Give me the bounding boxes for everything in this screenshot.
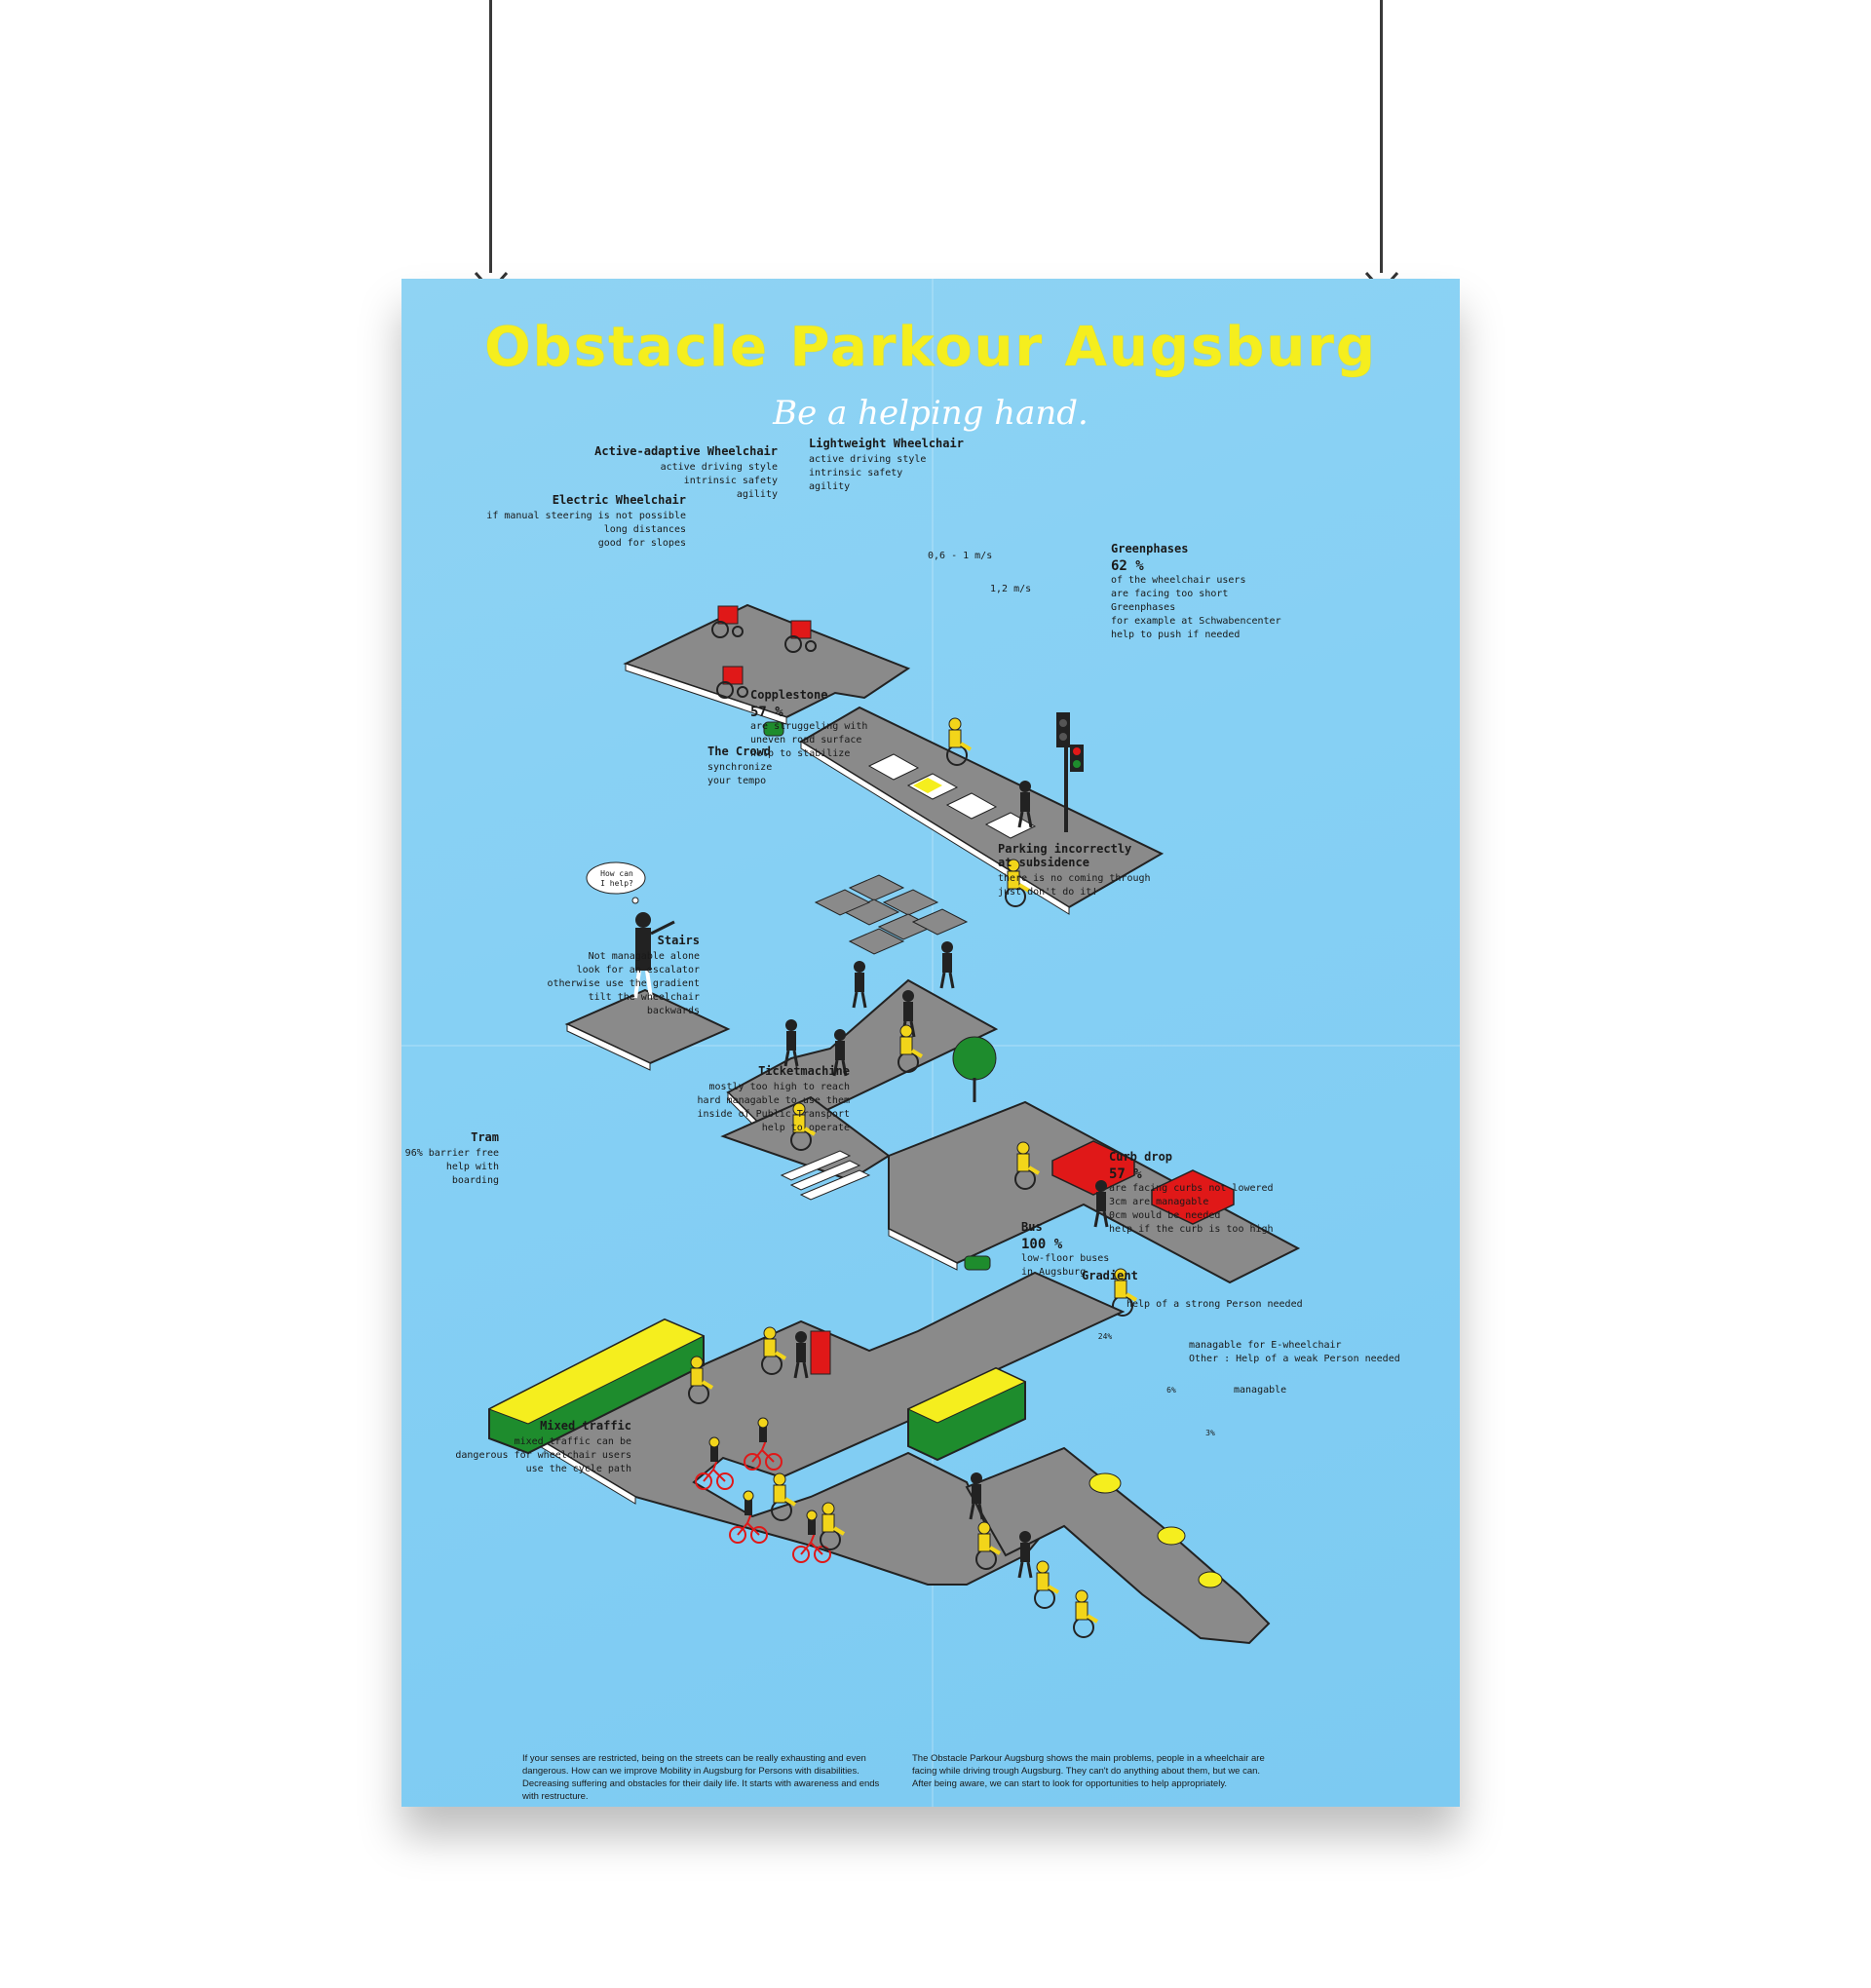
electric-wheelchair-label: Electric Wheelchair if manual steering i…	[486, 493, 686, 549]
hanging-wire-right	[1380, 0, 1383, 273]
obstacle-course-illustration	[487, 603, 1301, 1645]
tram-label: Tram 96% barrier free help with boarding	[404, 1130, 499, 1186]
gradient-badge-6: 6%	[1166, 1386, 1176, 1395]
help-speech-bubble: How can I help?	[600, 869, 633, 888]
poster-subtitle: Be a helping hand.	[773, 394, 1088, 433]
lightweight-wheelchair-label: Lightweight Wheelchair active driving st…	[809, 437, 964, 492]
gradient-line-ewheelchair: managable for E-wheelchair Other : Help …	[1189, 1340, 1400, 1364]
curb-drop-label: Curb drop 57 % are facing curbs not lowe…	[1109, 1150, 1274, 1235]
active-wheelchair-label: Active-adaptive Wheelchair active drivin…	[594, 444, 778, 500]
gradient-label: Gradient	[1082, 1269, 1138, 1282]
gradient-badge-24: 24%	[1097, 1332, 1113, 1341]
greenphases-label: Greenphases 62 % of the wheelchair users…	[1111, 542, 1281, 640]
bottom-text-left: If your senses are restricted, being on …	[522, 1753, 880, 1802]
poster-title: Obstacle Parkour Augsburg	[484, 316, 1377, 379]
crossing-speed-label: 1,2 m/s	[990, 584, 1032, 594]
cobblestone-label: Copplestone 57 % are struggeling with un…	[750, 688, 868, 759]
poster: Obstacle Parkour Augsburg Be a helping h…	[401, 279, 1460, 1807]
mixed-traffic-label: Mixed traffic mixed traffic can be dange…	[455, 1419, 631, 1474]
bottom-text-right: The Obstacle Parkour Augsburg shows the …	[912, 1753, 1265, 1789]
gradient-line-strong: help of a strong Person needed	[1126, 1299, 1303, 1310]
hanging-wire-left	[489, 0, 492, 273]
gradient-badge-3: 3%	[1205, 1429, 1215, 1437]
crowd-label: The Crowd synchronize your tempo	[707, 745, 773, 786]
gradient-line-managable: managable	[1234, 1385, 1287, 1395]
ticketmachine-label: Ticketmachine mostly too high to reach h…	[697, 1064, 850, 1133]
bus-label: Bus 100 % low-floor buses in Augsburg	[1021, 1220, 1110, 1278]
walking-speed-label: 0,6 - 1 m/s	[928, 551, 993, 561]
parking-label: Parking incorrectly at subsidence there …	[998, 842, 1151, 898]
stairs-label: Stairs Not managable alone look for an e…	[547, 934, 700, 1016]
